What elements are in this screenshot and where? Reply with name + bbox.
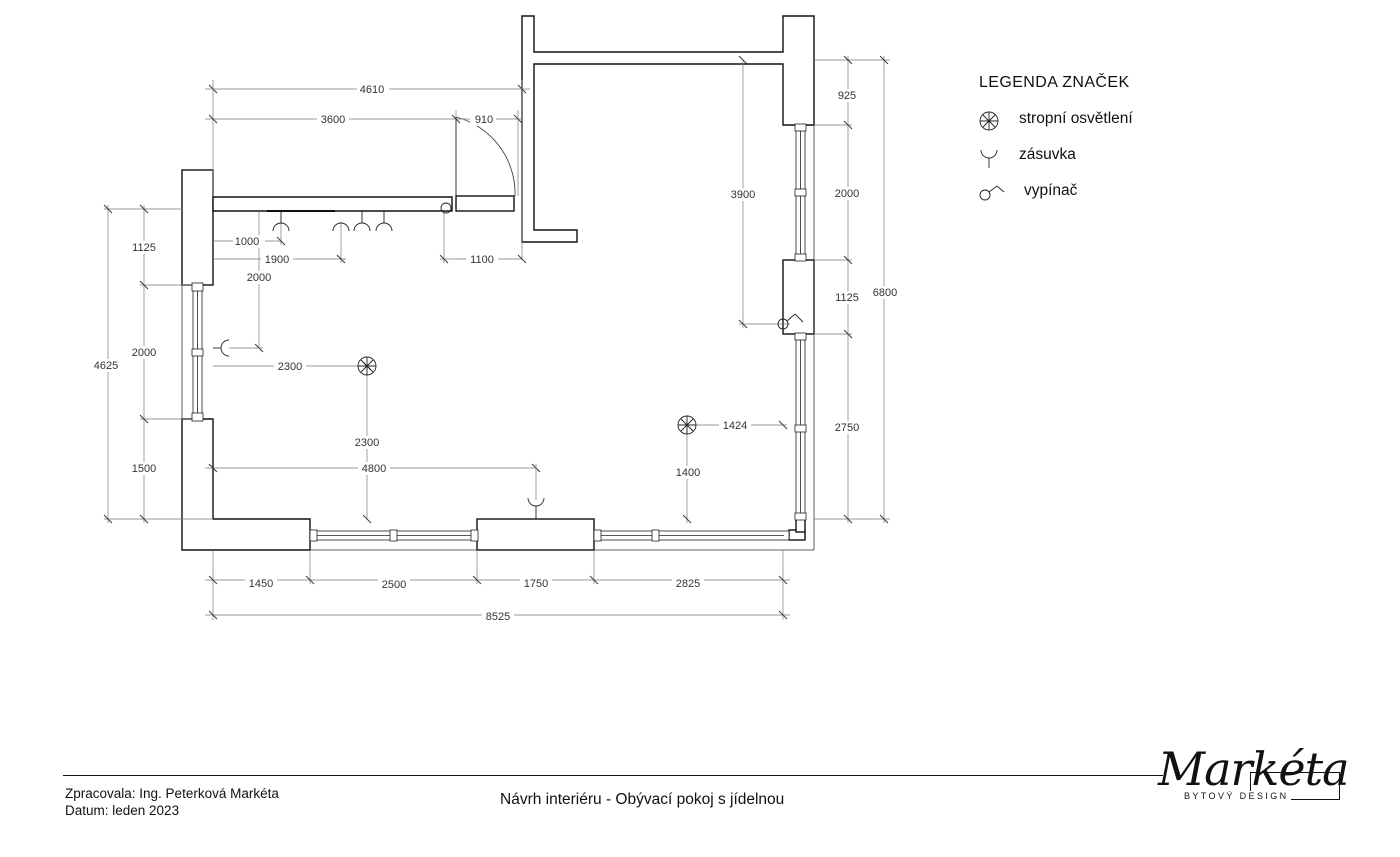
legend-item-switch: vypínač [979,182,1239,218]
dim-switch-bottom: 4800 [362,463,386,475]
socket-icon [980,149,998,168]
dim-bottom-4: 2825 [676,578,700,590]
logo: Markéta BYTOVÝ DESIGN [1150,742,1350,832]
dim-right-window: 2000 [835,188,859,200]
date-text: Datum: leden 2023 [65,803,180,818]
legend: LEGENDA ZNAČEK stropní osvětlení zásuvka… [979,74,1239,218]
dim-right-window-2: 2750 [835,422,859,434]
dim-right-top: 925 [838,90,856,102]
dim-socket-depth: 2000 [247,272,271,284]
dim-right-total: 6800 [873,287,897,299]
legend-label-socket: zásuvka [1019,146,1076,163]
dim-switch-height: 3900 [731,189,755,201]
dim-bottom-1: 1450 [249,578,273,590]
dim-bottom-total: 8525 [486,611,510,623]
switch-icon [979,185,1005,201]
switch-icon [777,313,804,330]
dimension-labels: 4610 3600 910 1000 1900 2000 1100 2300 2… [92,83,901,623]
windows [191,123,807,542]
plan-symbols [213,202,804,519]
dim-bottom-3: 1750 [524,578,548,590]
dim-left-total: 4625 [94,360,118,372]
author-text: Zpracovala: Ing. Peterková Markéta [65,786,279,801]
dim-door-width: 910 [475,114,493,126]
socket-icon [213,339,230,357]
socket-icon [527,497,545,519]
dim-left-window: 2000 [132,347,156,359]
socket-icon [375,211,393,232]
logo-frame [1250,772,1340,800]
switch-icon [440,202,452,214]
ceiling-light-icon [357,356,377,376]
drawing-title: Návrh interiéru - Obývací pokoj s jídeln… [500,791,785,808]
dim-light2-y: 1400 [676,467,700,479]
legend-title: LEGENDA ZNAČEK [979,74,1130,91]
logo-subtitle: BYTOVÝ DESIGN [1182,791,1291,801]
dim-light2-x: 1424 [723,420,747,432]
dim-light-x: 2300 [278,361,302,373]
legend-item-socket: zásuvka [979,146,1239,182]
dim-top-left: 3600 [321,114,345,126]
footer-author-block: Zpracovala: Ing. Peterková Markéta Datum… [65,785,279,819]
walls [181,15,815,551]
dim-right-pier: 1125 [835,292,859,304]
dim-top-total: 4610 [360,84,384,96]
dim-left-top: 1125 [132,242,156,254]
socket-icon [353,211,371,232]
legend-item-ceiling-light: stropní osvětlení [979,110,1239,146]
footer-divider [63,775,1163,777]
ceiling-light-icon [979,111,999,131]
dim-socket-2: 1900 [265,254,289,266]
legend-label-switch: vypínač [1024,182,1078,199]
socket-icon [272,211,290,232]
dim-socket-1: 1000 [235,236,259,248]
dim-left-bottom: 1500 [132,463,156,475]
outer-lines [181,125,815,551]
dim-door-offset: 1100 [470,254,494,266]
ceiling-light-icon [677,415,697,435]
dim-bottom-2: 2500 [382,579,406,591]
legend-label-ceiling-light: stropní osvětlení [1019,110,1133,127]
logo-script: Markéta [1158,742,1350,796]
door [455,116,516,197]
dim-light-y: 2300 [355,437,379,449]
socket-icon [332,222,350,232]
